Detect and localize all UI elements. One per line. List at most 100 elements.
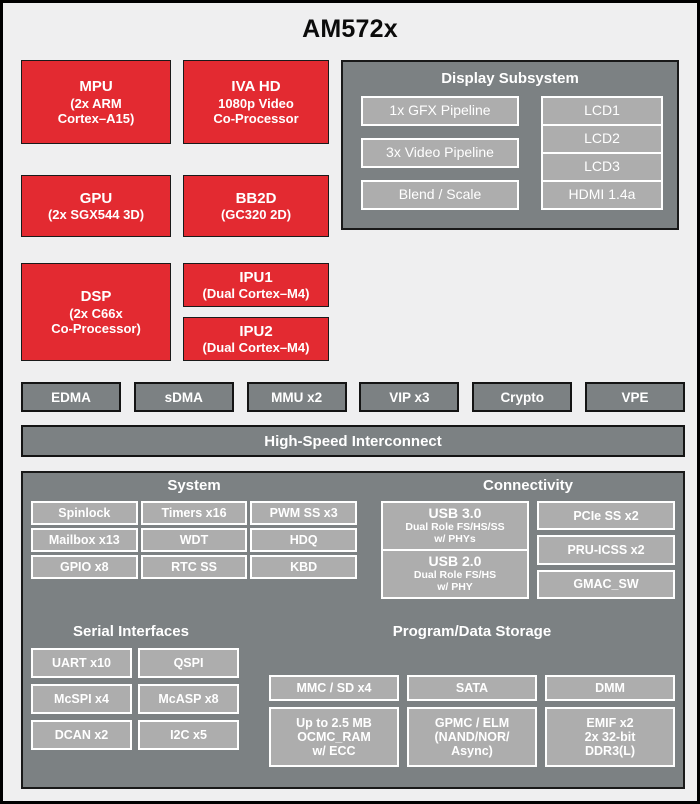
pill-line: 1x GFX Pipeline bbox=[389, 102, 491, 119]
system-group-title: System bbox=[167, 477, 221, 494]
connectivity-item-gmac-sw[interactable]: GMAC_SW bbox=[537, 569, 675, 599]
dma-box-vpe[interactable]: VPE bbox=[585, 382, 685, 412]
usb-sub: w/ PHYs bbox=[434, 532, 476, 545]
pill-line: MMC / SD x4 bbox=[296, 680, 372, 695]
high-speed-interconnect[interactable]: High-Speed Interconnect bbox=[21, 425, 685, 457]
display-pipeline-blend-scale[interactable]: Blend / Scale bbox=[361, 180, 519, 210]
connectivity-item-pru-icss-x2[interactable]: PRU-ICSS x2 bbox=[537, 535, 675, 565]
dma-box-vip-x3[interactable]: VIP x3 bbox=[359, 382, 460, 412]
block-dsp-name: DSP bbox=[80, 288, 112, 306]
system-item-mailbox-x13[interactable]: Mailbox x13 bbox=[31, 528, 138, 552]
dma-box-label: MMU x2 bbox=[271, 389, 323, 405]
serial-item-i2c-x5[interactable]: I2C x5 bbox=[138, 720, 239, 750]
pill-line: Timers x16 bbox=[161, 505, 227, 520]
dma-box-crypto[interactable]: Crypto bbox=[472, 382, 573, 412]
block-bb2d-detail: (GC320 2D) bbox=[220, 207, 292, 223]
system-item-timers-x16[interactable]: Timers x16 bbox=[140, 501, 248, 525]
serial-item-dcan-x2[interactable]: DCAN x2 bbox=[31, 720, 132, 750]
usb-sub: Dual Role FS/HS bbox=[413, 569, 497, 581]
serial-item-uart-x10[interactable]: UART x10 bbox=[31, 648, 132, 678]
storage-title: Program/Data Storage bbox=[392, 623, 552, 640]
pill-line: HDQ bbox=[289, 532, 318, 547]
dma-box-edma[interactable]: EDMA bbox=[21, 382, 121, 412]
block-ipu2-detail: (Dual Cortex–M4) bbox=[202, 340, 310, 356]
block-gpu[interactable]: GPU (2x SGX544 3D) bbox=[21, 175, 171, 237]
block-ipu1-name: IPU1 bbox=[239, 268, 273, 286]
pill-line: (NAND/NOR/ bbox=[434, 729, 510, 744]
serial-item-mcasp-x8[interactable]: McASP x8 bbox=[138, 684, 239, 714]
high-speed-interconnect-label: High-Speed Interconnect bbox=[264, 432, 442, 450]
pill-line: w/ ECC bbox=[312, 744, 356, 759]
display-output-hdmi-1-4a[interactable]: HDMI 1.4a bbox=[541, 180, 663, 210]
system-item-pwm-ss-x3[interactable]: PWM SS x3 bbox=[250, 501, 357, 525]
system-item-gpio-x8[interactable]: GPIO x8 bbox=[31, 555, 138, 579]
pill-line: DDR3(L) bbox=[585, 744, 635, 759]
pill-line: RTC SS bbox=[171, 559, 217, 574]
pill-line: QSPI bbox=[173, 655, 204, 670]
pill-line: LCD1 bbox=[584, 102, 620, 119]
display-output-lcd3[interactable]: LCD3 bbox=[541, 152, 663, 182]
pill-line: DCAN x2 bbox=[54, 727, 109, 742]
pill-line: EMIF x2 bbox=[586, 715, 634, 730]
usb-sub: Dual Role FS/HS/SS bbox=[405, 521, 505, 533]
pill-line: 3x Video Pipeline bbox=[386, 144, 494, 161]
serial-interfaces-grid: UART x10 QSPI McSPI x4 McASP x8 DCAN x2 I2C x… bbox=[31, 648, 239, 750]
system-item-kbd[interactable]: KBD bbox=[250, 555, 357, 579]
serial-item-mcspi-x4[interactable]: McSPI x4 bbox=[31, 684, 132, 714]
usb-sub: w/ PHY bbox=[437, 580, 473, 593]
display-pipeline-1x-gfx-pipeline[interactable]: 1x GFX Pipeline bbox=[361, 96, 519, 126]
display-pipeline-3x-video-pipeline[interactable]: 3x Video Pipeline bbox=[361, 138, 519, 168]
dma-box-label: VIP x3 bbox=[389, 389, 430, 405]
connectivity-group-title: Connectivity bbox=[482, 477, 573, 494]
storage-item-mmc-sd-x4[interactable]: MMC / SD x4 bbox=[269, 675, 399, 701]
block-ipu1-detail: (Dual Cortex–M4) bbox=[202, 286, 310, 302]
pill-line: LCD3 bbox=[584, 158, 620, 175]
pill-line: GPIO x8 bbox=[60, 559, 109, 574]
block-ipu2[interactable]: IPU2 (Dual Cortex–M4) bbox=[183, 317, 329, 361]
storage-item-dmm[interactable]: DMM bbox=[545, 675, 675, 701]
pill-line: McSPI x4 bbox=[54, 691, 109, 706]
pill-line: PCIe SS x2 bbox=[573, 508, 639, 523]
pill-line: LCD2 bbox=[584, 130, 620, 147]
storage-top-grid: MMC / SD x4 SATA DMM bbox=[269, 675, 675, 701]
dma-box-sdma[interactable]: sDMA bbox=[133, 382, 234, 412]
system-item-wdt[interactable]: WDT bbox=[140, 528, 248, 552]
usb-name: USB 2.0 bbox=[428, 553, 482, 570]
dma-box-label: VPE bbox=[621, 389, 649, 405]
system-item-rtc-ss[interactable]: RTC SS bbox=[140, 555, 248, 579]
pill-line: PRU-ICSS x2 bbox=[567, 542, 645, 557]
display-output-lcd1[interactable]: LCD1 bbox=[541, 96, 663, 126]
dma-box-label: Crypto bbox=[500, 389, 544, 405]
system-item-hdq[interactable]: HDQ bbox=[250, 528, 357, 552]
page-title: AM572x bbox=[302, 15, 398, 43]
block-ipu1[interactable]: IPU1 (Dual Cortex–M4) bbox=[183, 263, 329, 307]
display-output-lcd2[interactable]: LCD2 bbox=[541, 124, 663, 154]
system-item-spinlock[interactable]: Spinlock bbox=[31, 501, 138, 525]
dma-box-mmu-x2[interactable]: MMU x2 bbox=[246, 382, 347, 412]
pill-line: SATA bbox=[455, 680, 489, 695]
block-ipu2-name: IPU2 bbox=[239, 322, 273, 340]
block-mpu-name: MPU bbox=[79, 78, 113, 96]
storage-item-gpmc-elm[interactable]: GPMC / ELM(NAND/NOR/Async) bbox=[407, 707, 537, 767]
storage-item-sata[interactable]: SATA bbox=[407, 675, 537, 701]
block-bb2d[interactable]: BB2D (GC320 2D) bbox=[183, 175, 329, 237]
pill-line: UART x10 bbox=[51, 655, 112, 670]
pill-line: KBD bbox=[290, 559, 318, 574]
connectivity-item-pcie-ss-x2[interactable]: PCIe SS x2 bbox=[537, 501, 675, 531]
serial-item-qspi[interactable]: QSPI bbox=[138, 648, 239, 678]
pill-line: PWM SS x3 bbox=[269, 505, 338, 520]
